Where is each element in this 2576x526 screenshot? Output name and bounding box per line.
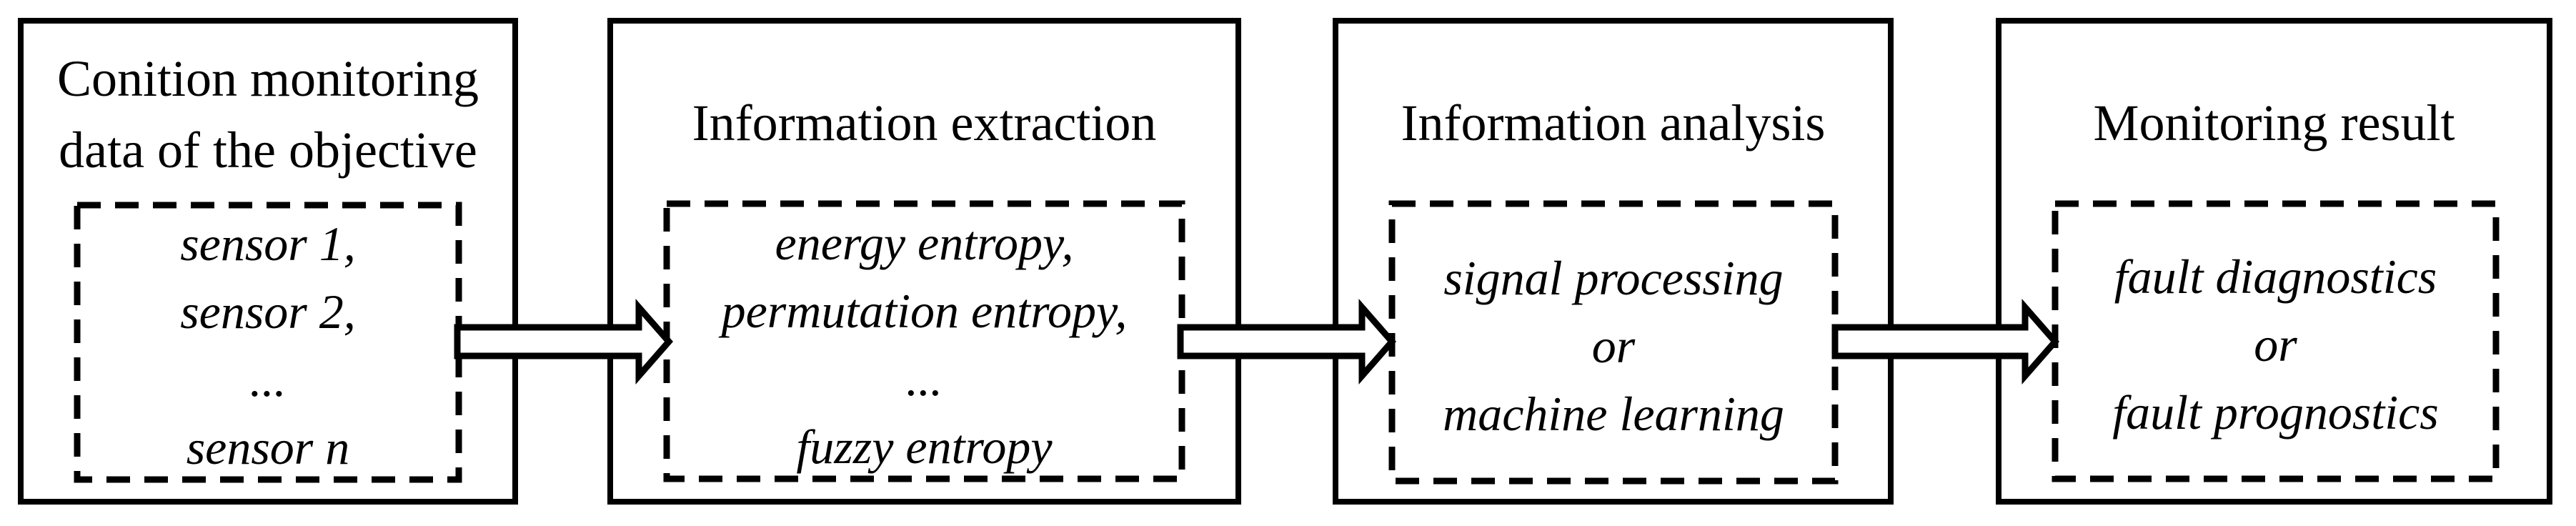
stage-4-detail: fault diagnostics or fault prognostics [2055,204,2496,479]
stage-3-detail: signal processing or machine learning [1392,204,1835,481]
stage-1-dashed-box [74,202,462,483]
stage-1-title: Conition monitoring data of the objectiv… [18,43,518,186]
stage-2-box [607,18,1241,505]
stage-3-title-line-1: Information analysis [1401,94,1826,152]
stage-2-detail-line-1: energy entropy, [775,215,1074,270]
stage-3-title: Information analysis [1333,87,1894,159]
stage-4-detail-line-2: or [2254,317,2297,372]
stage-1-detail-line-4: sensor n [186,420,350,475]
arrow-stage2-to-stage3 [1177,299,1396,384]
stage-4-detail-line-1: fault diagnostics [2114,249,2437,304]
stage-2-detail: energy entropy, permutation entropy, ...… [667,204,1182,479]
stage-1-detail-ellipsis: ... [249,352,287,407]
stage-4-box [1996,18,2552,505]
stage-1-detail-line-2: sensor 2, [180,284,356,339]
arrow-stage1-to-stage2 [454,299,673,384]
stage-4-detail-line-3: fault prognostics [2112,385,2439,440]
stage-1-title-line-1: Conition monitoring [56,50,479,107]
stage-1-title-line-2: data of the objective [59,121,477,179]
stage-3-detail-line-3: machine learning [1443,386,1784,441]
stage-3-box [1333,18,1894,505]
stage-4-title-line-1: Monitoring result [2093,94,2455,152]
stage-3-detail-line-2: or [1591,318,1636,373]
arrow-stage3-to-stage4 [1831,299,2059,384]
stage-2-detail-line-2: permutation entropy, [721,283,1128,338]
stage-1-detail: sensor 1, sensor 2, ... sensor n [77,205,459,480]
stage-1-detail-line-1: sensor 1, [180,217,356,271]
stage-3-detail-line-1: signal processing [1443,250,1784,305]
stage-4-title: Monitoring result [1996,87,2552,159]
stage-1-box [18,18,518,505]
stage-2-detail-ellipsis: ... [906,351,943,406]
stage-2-title-line-1: Information extraction [692,94,1157,152]
stage-2-title: Information extraction [607,87,1241,159]
stage-2-detail-line-4: fuzzy entropy [796,419,1053,474]
